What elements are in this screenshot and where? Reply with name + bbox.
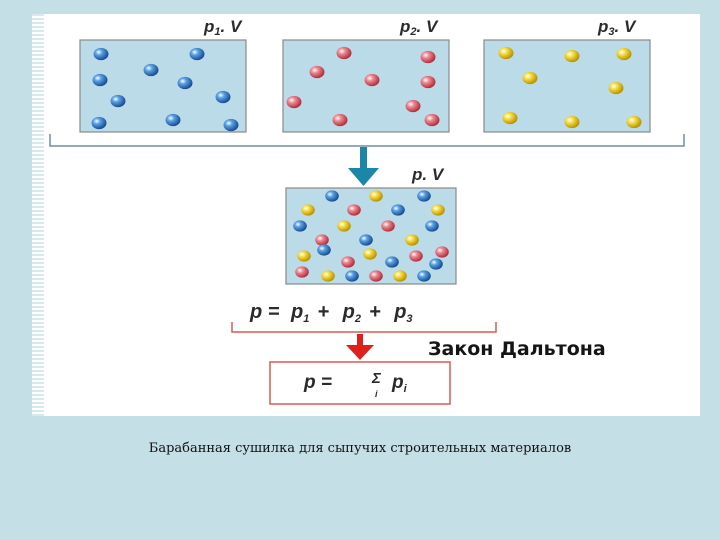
red-molecule xyxy=(435,246,449,258)
red-molecule xyxy=(364,73,380,87)
blue-molecule xyxy=(325,190,339,202)
down-arrow-red xyxy=(346,334,374,360)
svg-text:Σ: Σ xyxy=(371,370,382,387)
red-molecule xyxy=(420,75,436,89)
red-molecule xyxy=(347,204,361,216)
blue-molecule xyxy=(417,190,431,202)
red-molecule xyxy=(424,113,440,127)
blue-molecule xyxy=(385,256,399,268)
slide-panel: p1. V p2. V p3. V p. V p = xyxy=(32,14,700,416)
blue-molecule xyxy=(110,94,126,108)
yellow-molecule xyxy=(405,234,419,246)
yellow-molecule xyxy=(522,71,538,85)
yellow-molecule xyxy=(564,49,580,63)
blue-molecule xyxy=(293,220,307,232)
law-title: Закон Дальтона xyxy=(428,338,606,360)
red-molecule xyxy=(309,65,325,79)
yellow-molecule xyxy=(608,81,624,95)
red-molecule xyxy=(315,234,329,246)
blue-molecule xyxy=(317,244,331,256)
red-molecule xyxy=(369,270,383,282)
blue-molecule xyxy=(92,73,108,87)
box1-label: p1. V xyxy=(203,17,243,38)
gas-box-3-molecules xyxy=(498,46,642,129)
box3-label: p3. V xyxy=(597,17,637,38)
dalton-law-diagram: p1. V p2. V p3. V p. V p = xyxy=(49,17,685,405)
blue-molecule xyxy=(189,47,205,61)
red-molecule xyxy=(381,220,395,232)
svg-text:pi: pi xyxy=(391,372,408,395)
red-molecule xyxy=(409,250,423,262)
yellow-molecule xyxy=(337,220,351,232)
blue-molecule xyxy=(359,234,373,246)
yellow-molecule xyxy=(616,47,632,61)
blue-molecule xyxy=(223,118,239,132)
red-molecule xyxy=(332,113,348,127)
red-molecule xyxy=(405,99,421,113)
yellow-molecule xyxy=(502,111,518,125)
svg-text:p =: p = xyxy=(303,372,332,393)
yellow-molecule xyxy=(297,250,311,262)
red-molecule xyxy=(295,266,309,278)
red-molecule xyxy=(286,95,302,109)
gas-box-1-molecules xyxy=(91,47,239,132)
svg-text:i: i xyxy=(375,389,378,399)
blue-molecule xyxy=(391,204,405,216)
yellow-molecule xyxy=(301,204,315,216)
down-arrow-teal xyxy=(348,147,379,186)
blue-molecule xyxy=(91,116,107,130)
mixture-box xyxy=(285,187,457,285)
red-molecule xyxy=(420,50,436,64)
blue-molecule xyxy=(165,113,181,127)
yellow-molecule xyxy=(431,204,445,216)
pressure-sum-equation: p = p1+ p2+ p3 xyxy=(249,301,413,325)
yellow-molecule xyxy=(363,248,377,260)
red-molecule xyxy=(336,46,352,60)
blue-molecule xyxy=(143,63,159,77)
yellow-molecule xyxy=(393,270,407,282)
summary-formula: p = Σ i pi xyxy=(303,370,408,399)
yellow-molecule xyxy=(498,46,514,60)
summary-box xyxy=(269,361,451,405)
blue-molecule xyxy=(425,220,439,232)
blue-molecule xyxy=(345,270,359,282)
top-bracket xyxy=(49,134,685,147)
mixture-molecules xyxy=(293,190,449,282)
blue-molecule xyxy=(93,47,109,61)
yellow-molecule xyxy=(321,270,335,282)
equation-bracket xyxy=(231,322,497,333)
mixture-label: p. V xyxy=(411,165,445,184)
blue-molecule xyxy=(177,76,193,90)
slide-caption: Барабанная сушилка для сыпучих строитель… xyxy=(148,441,572,456)
box2-label: p2. V xyxy=(399,17,439,38)
yellow-molecule xyxy=(564,115,580,129)
red-molecule xyxy=(341,256,355,268)
blue-molecule xyxy=(429,258,443,270)
gas-box-2-molecules xyxy=(286,46,440,127)
yellow-molecule xyxy=(369,190,383,202)
blue-molecule xyxy=(417,270,431,282)
blue-molecule xyxy=(215,90,231,104)
yellow-molecule xyxy=(626,115,642,129)
